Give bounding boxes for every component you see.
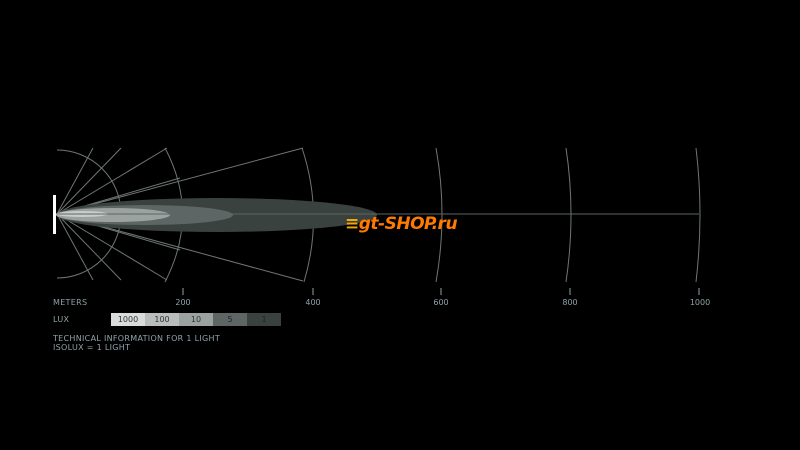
- tick-label: 400: [305, 298, 321, 307]
- tick-label: 800: [562, 298, 578, 307]
- note-technical: TECHNICAL INFORMATION FOR 1 LIGHT: [53, 334, 221, 343]
- legend-item: 1: [247, 313, 281, 326]
- legend-item: 1000: [111, 313, 145, 326]
- legend-item: 100: [145, 313, 179, 326]
- light-source: [53, 195, 56, 234]
- legend-item: 5: [213, 313, 247, 326]
- tick-label: 200: [175, 298, 191, 307]
- legend-item: 10: [179, 313, 213, 326]
- note-isolux: ISOLUX = 1 LIGHT: [53, 343, 131, 352]
- watermark: ≡gt-SHOP.ru: [345, 214, 458, 234]
- tick-label: 600: [433, 298, 449, 307]
- legend-label: LUX: [53, 315, 70, 324]
- axis-label: METERS: [53, 298, 88, 307]
- tick-label: 1000: [689, 298, 711, 307]
- axis-ticks: [182, 288, 700, 295]
